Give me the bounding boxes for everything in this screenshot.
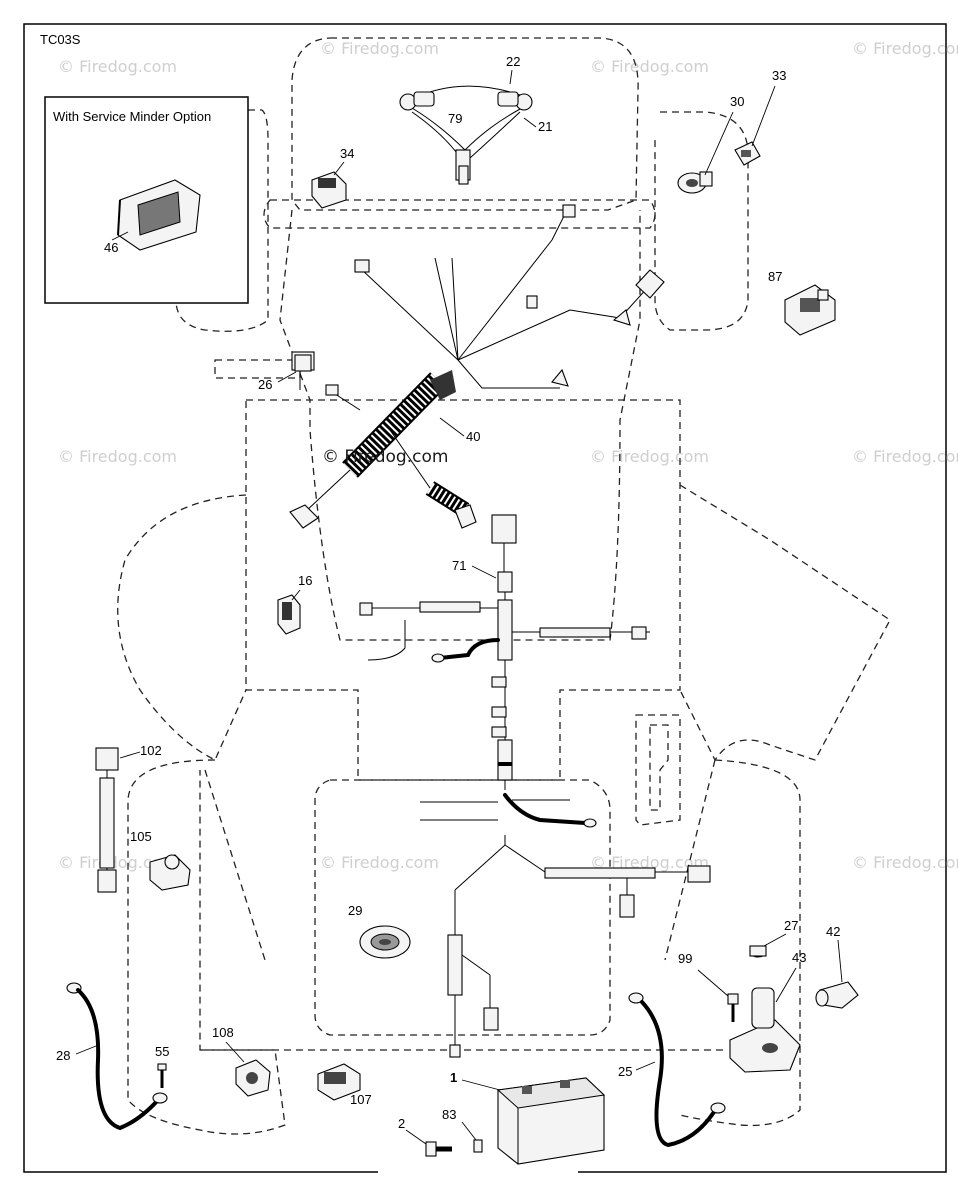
watermark: © Firedog.com — [320, 853, 439, 872]
watermark: © Firedog.com — [852, 853, 958, 872]
callout-28: 28 — [56, 1048, 70, 1063]
callout-33: 33 — [772, 68, 786, 83]
bolt-part-2 — [425, 1141, 452, 1157]
relay-part-87 — [784, 284, 836, 336]
switch-part-16 — [277, 594, 301, 635]
callout-87: 87 — [768, 269, 782, 284]
callout-16: 16 — [298, 573, 312, 588]
callout-83: 83 — [442, 1107, 456, 1122]
nut-part-27 — [749, 945, 767, 958]
main-harness-upper — [289, 204, 665, 529]
solenoid-part-105 — [149, 854, 191, 891]
diagram-code: TC03S — [40, 32, 81, 47]
frame-gap-bottom — [378, 1166, 578, 1176]
callout-108: 108 — [212, 1025, 234, 1040]
watermark: © Firedog.com — [590, 447, 709, 466]
option-box-title: With Service Minder Option — [53, 109, 211, 124]
switch-part-33 — [734, 141, 761, 166]
bolt-part-55 — [157, 1063, 167, 1088]
ignition-part-43 — [729, 987, 801, 1073]
watermark: © Firedog.com — [58, 57, 177, 76]
key-switch-part-30 — [677, 171, 713, 194]
center-watermark: © Firedog.com — [322, 447, 448, 467]
callout-21: 21 — [538, 119, 552, 134]
shifter-slot — [635, 714, 681, 826]
callout-30: 30 — [730, 94, 744, 109]
watermark: © Firedog.com — [590, 853, 709, 872]
callout-79: 79 — [448, 111, 462, 126]
battery-part-1 — [496, 1077, 606, 1165]
callout-25: 25 — [618, 1064, 632, 1079]
battery-cable-28 — [66, 982, 168, 1131]
callout-1: 1 — [450, 1070, 457, 1085]
switch-part-34 — [311, 171, 347, 209]
battery-cable-25 — [628, 992, 726, 1148]
nut-part-83 — [473, 1139, 483, 1153]
service-minder-display-part — [117, 179, 201, 251]
callout-22: 22 — [506, 54, 520, 69]
callout-2: 2 — [398, 1116, 405, 1131]
chassis-harness-lower — [420, 793, 711, 1058]
tractor-outline — [117, 37, 891, 1135]
callout-40: 40 — [466, 429, 480, 444]
horn-part-29 — [359, 925, 411, 959]
callout-107: 107 — [350, 1092, 372, 1107]
service-minder-option-box: With Service Minder Option 46 — [44, 96, 249, 304]
watermark: © Firedog.com — [58, 447, 177, 466]
callout-46: 46 — [104, 240, 118, 255]
watermark: © Firedog.com — [852, 447, 958, 466]
engine-harness-71 — [359, 514, 650, 790]
watermark: © Firedog.com — [58, 853, 177, 872]
callout-102: 102 — [140, 743, 162, 758]
watermark: © Firedog.com — [590, 57, 709, 76]
module-part-107 — [317, 1063, 361, 1101]
callout-71: 71 — [452, 558, 466, 573]
callout-55: 55 — [155, 1044, 169, 1059]
callout-105: 105 — [130, 829, 152, 844]
callout-99: 99 — [678, 951, 692, 966]
watermark: © Firedog.com — [852, 39, 958, 58]
headlight-harness-part — [399, 85, 533, 185]
relay-part-26 — [294, 354, 312, 372]
bolt-part-99 — [727, 993, 739, 1022]
corrugated-loom — [342, 372, 470, 517]
callout-34: 34 — [340, 146, 354, 161]
callout-29: 29 — [348, 903, 362, 918]
switch-part-108 — [235, 1059, 271, 1097]
boot-part-42 — [815, 981, 859, 1009]
callout-43: 43 — [792, 950, 806, 965]
callout-27: 27 — [784, 918, 798, 933]
connector-part-102 — [95, 747, 119, 893]
callout-26: 26 — [258, 377, 272, 392]
watermark-layer: © Firedog.com © Firedog.com © Firedog.co… — [58, 39, 958, 872]
watermark: © Firedog.com — [320, 39, 439, 58]
callout-42: 42 — [826, 924, 840, 939]
